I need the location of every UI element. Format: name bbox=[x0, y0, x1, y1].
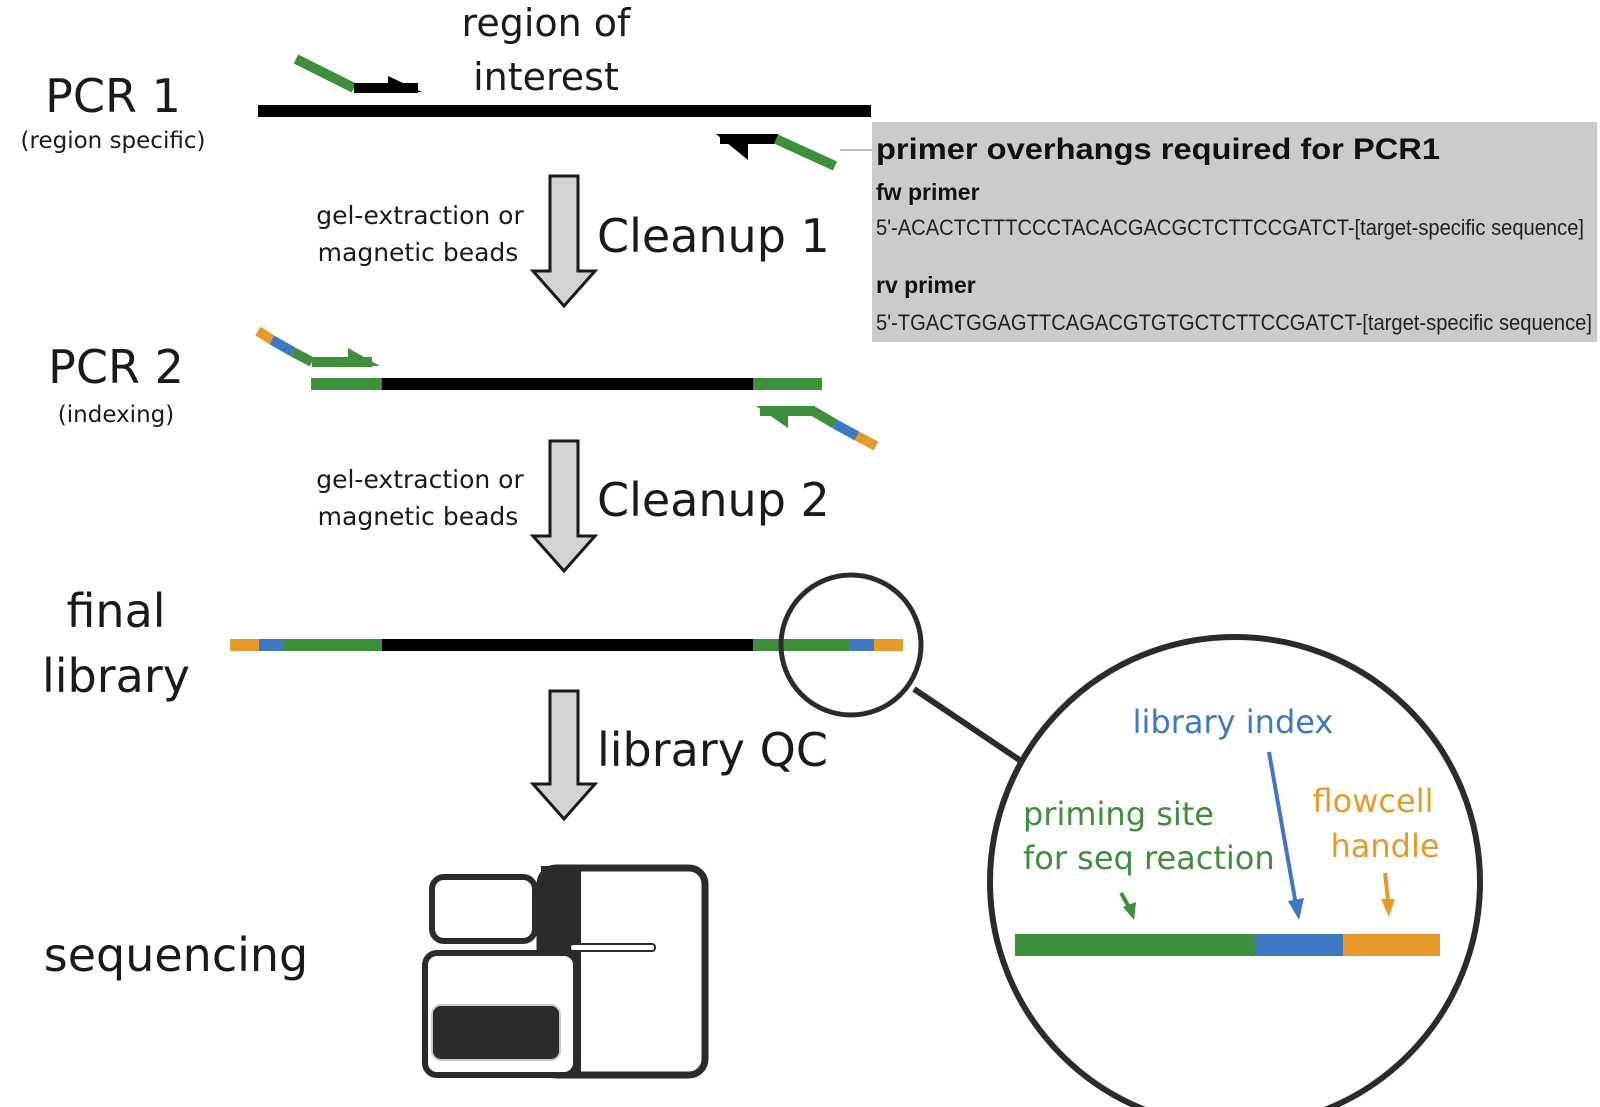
pcr2-fw-flowcell-segment bbox=[255, 326, 275, 345]
primer-box-title: primer overhangs required for PCR1 bbox=[876, 133, 1440, 166]
pcr2-reverse-primer bbox=[756, 406, 879, 451]
cleanup1-title: Cleanup 1 bbox=[597, 209, 830, 263]
pcr2-title: PCR 2 bbox=[48, 340, 184, 394]
pcr2-subtitle: (indexing) bbox=[58, 402, 174, 428]
primer-overhang-box: primer overhangs required for PCR1 fw pr… bbox=[872, 122, 1597, 342]
pcr2-forward-primer bbox=[255, 326, 380, 367]
cleanup1-method-line2: magnetic beads bbox=[318, 238, 519, 267]
pcr1-rv-overhang bbox=[773, 134, 838, 171]
rv-primer-sequence: 5'-TGACTGGAGTTCAGACGTGTGCTCTTCCGATCT-[ta… bbox=[876, 310, 1592, 335]
pcr1-fw-arrowhead bbox=[388, 76, 422, 92]
library-index-label: library index bbox=[1133, 703, 1334, 741]
library-index-pointer-line bbox=[1267, 751, 1298, 906]
pcr1-fw-overhang bbox=[293, 54, 357, 93]
priming-site-label-line2: for seq reaction bbox=[1023, 839, 1275, 877]
priming-site-label-line1: priming site bbox=[1023, 795, 1214, 833]
cleanup1-down-arrow bbox=[529, 174, 599, 309]
cleanup2-method-line1: gel-extraction or bbox=[316, 465, 524, 494]
pcr2-rv-priming-segment bbox=[810, 406, 838, 429]
fw-primer-label: fw primer bbox=[876, 179, 980, 205]
pcr2-fw-index-segment bbox=[269, 335, 296, 357]
library-qc-down-arrow bbox=[529, 689, 599, 822]
final-library-title-line1: final bbox=[66, 584, 165, 638]
sequencing-step: sequencing bbox=[44, 864, 709, 1079]
cleanup1-step: gel-extraction or magnetic beads Cleanup… bbox=[316, 174, 830, 309]
sequencer-screen bbox=[431, 1004, 561, 1061]
priming-site-pointer-line bbox=[1119, 892, 1131, 908]
magnifier-connector bbox=[912, 686, 1023, 764]
pcr2-fw-priming-segment bbox=[290, 347, 315, 367]
pcr1-title: PCR 1 bbox=[45, 69, 181, 123]
cleanup2-down-arrow bbox=[529, 439, 599, 574]
final-library-title-line2: library bbox=[42, 649, 190, 703]
pcr1-reverse-primer bbox=[716, 134, 838, 171]
pcr2-rv-arrowhead bbox=[756, 406, 788, 428]
fw-primer-sequence: 5'-ACACTCTTTCCCTACACGACGCTCTTCCGATCT-[ta… bbox=[876, 215, 1584, 240]
library-index-pointer-head bbox=[1288, 898, 1304, 920]
flowcell-handle-pointer-head bbox=[1381, 899, 1395, 917]
pcr1-forward-primer bbox=[293, 54, 422, 93]
cleanup1-method-line1: gel-extraction or bbox=[316, 201, 524, 230]
library-qc-title: library QC bbox=[597, 723, 828, 777]
pcr2-step: PCR 2 (indexing) bbox=[48, 326, 879, 451]
flowcell-handle-label-line2: handle bbox=[1330, 827, 1439, 865]
pcr1-subtitle: (region specific) bbox=[21, 128, 206, 154]
region-of-interest-label-line1: region of bbox=[462, 1, 633, 45]
cleanup2-title: Cleanup 2 bbox=[597, 473, 830, 527]
cleanup2-step: gel-extraction or magnetic beads Cleanup… bbox=[316, 439, 830, 574]
sequencing-title: sequencing bbox=[44, 928, 309, 982]
sequencer-handle bbox=[569, 943, 656, 952]
priming-site-pointer-head bbox=[1123, 902, 1136, 920]
flowcell-handle-label-line1: flowcell bbox=[1313, 782, 1434, 820]
library-qc-step: library QC bbox=[529, 689, 828, 822]
zoom-large-circle bbox=[987, 634, 1483, 1107]
sequencer-icon bbox=[422, 864, 709, 1079]
flowcell-handle-pointer-line bbox=[1383, 872, 1390, 901]
pcr2-rv-flowcell-segment bbox=[854, 431, 879, 451]
pcr2-rv-index-segment bbox=[832, 419, 860, 441]
rv-primer-label: rv primer bbox=[876, 272, 976, 298]
cleanup2-method-line2: magnetic beads bbox=[318, 502, 519, 531]
primer-box-background bbox=[872, 122, 1597, 342]
region-of-interest-label-line2: interest bbox=[473, 55, 619, 99]
pcr1-rv-arrowhead bbox=[716, 134, 748, 160]
pcr1-step: PCR 1 (region specific) region of intere… bbox=[21, 1, 872, 171]
magnifier-small-circle bbox=[778, 572, 924, 718]
pcr2-fw-arrowhead bbox=[348, 348, 380, 366]
final-library-step: final library bbox=[42, 572, 1023, 764]
sequencer-top-module bbox=[429, 874, 538, 944]
zoom-detail: library index priming site for seq react… bbox=[987, 634, 1483, 1107]
